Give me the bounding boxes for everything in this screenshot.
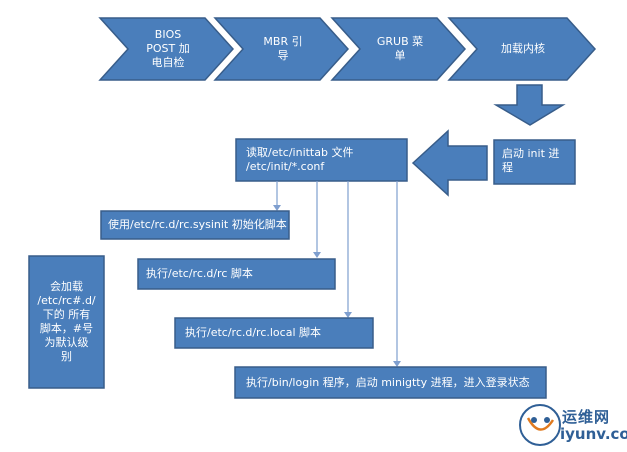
- rc-label: 执行/etc/rc.d/rc 脚本: [146, 267, 253, 280]
- arrowhead-login: [393, 361, 401, 367]
- chevron-kernel: [447, 17, 597, 81]
- watermark-name: 运维网: [562, 408, 611, 426]
- login-label: 执行/bin/login 程序，启动 minigtty 进程，进入登录状态: [246, 376, 530, 389]
- init-process-label: 启动 init 进 程: [502, 147, 560, 174]
- arrowhead-rc: [313, 252, 321, 258]
- login-box-shape: [234, 366, 547, 399]
- chevron-bios-post: [98, 17, 235, 81]
- runlevel-box-shape: [28, 255, 105, 389]
- chevron-mbr: [213, 17, 350, 81]
- inittab-label: 读取/etc/inittab 文件 /etc/init/*.conf: [246, 146, 354, 173]
- rclocal-box-shape: [174, 317, 374, 349]
- watermark-url: iyunv.com: [560, 425, 627, 443]
- down-arrow: [493, 84, 566, 126]
- arrowhead-sysinit: [273, 205, 281, 211]
- sysinit-label: 使用/etc/rc.d/rc.sysinit 初始化脚本: [108, 218, 287, 231]
- rc-box-shape: [137, 258, 336, 290]
- rclocal-label: 执行/etc/rc.d/rc.local 脚本: [185, 326, 322, 339]
- arrowhead-rclocal: [344, 312, 352, 318]
- chevron-grub: [330, 17, 467, 81]
- watermark-logo: [519, 404, 561, 446]
- init-process-box-shape: [493, 139, 576, 185]
- inittab-box-shape: [235, 138, 408, 182]
- sysinit-box-shape: [100, 210, 290, 240]
- watermark: 运维网 iyunv.com: [514, 400, 627, 448]
- left-arrow: [411, 129, 488, 197]
